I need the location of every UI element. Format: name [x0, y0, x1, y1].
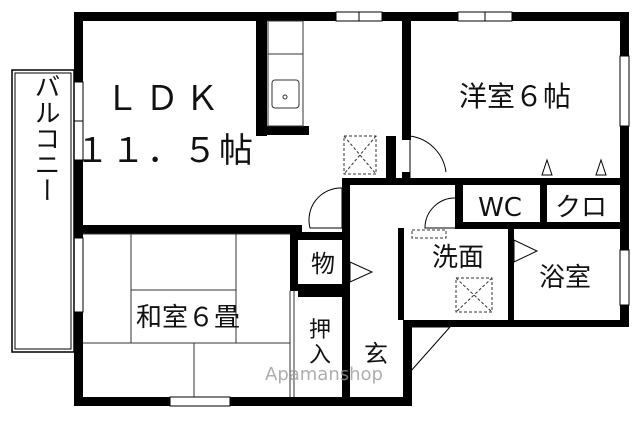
outer-wall-left: [74, 12, 83, 403]
wc-wall-bottom: [455, 222, 620, 229]
storage-wall-left: [290, 232, 298, 289]
label-oshiire-1: 押: [309, 318, 331, 343]
washroom-counter: [411, 229, 447, 239]
label-japanese-room: 和室６畳: [136, 303, 240, 333]
door-entrance: [409, 326, 452, 374]
partition-stub: [402, 172, 410, 182]
walls: [74, 12, 629, 406]
label-closet: クロ: [555, 193, 607, 223]
storage-wall-bottom: [290, 284, 350, 291]
tatami-lines: [83, 233, 295, 397]
wc-wall-left: [455, 178, 463, 228]
partition-post: [386, 136, 396, 178]
washroom-wall-left: [398, 228, 404, 320]
washroom-bath-wall: [508, 228, 514, 322]
door-western: [409, 135, 447, 178]
label-bathroom: 浴室: [539, 263, 591, 293]
kitchen-wall-bottom: [256, 126, 309, 135]
window-washitsu-bottom: [169, 396, 231, 407]
oshiire-wall-top: [298, 290, 348, 297]
closet-door-left: [541, 158, 553, 176]
vent-ldk: [343, 135, 377, 175]
label-storage: 物: [311, 250, 335, 278]
kitchen-wall: [256, 12, 267, 136]
label-washroom: 洗面: [432, 243, 484, 273]
door-bath-slide: [513, 239, 539, 263]
outer-wall-bottom-left: [74, 397, 410, 406]
doors: [308, 135, 607, 374]
door-wc: [424, 197, 457, 229]
western-room-wall: [402, 12, 411, 140]
outer-wall-bottom-right: [403, 320, 625, 327]
outer-wall-entry-east: [403, 322, 412, 406]
watermark-logo: Apamanshop: [265, 364, 383, 385]
window-bath-right: [619, 249, 630, 306]
vent-boxes: [343, 135, 493, 313]
closet-door-right: [595, 158, 607, 176]
corridor-wall-left-lower: [342, 218, 350, 288]
wc-closet-divider: [540, 178, 547, 228]
label-balcony: バルコニー: [30, 73, 60, 203]
label-oshiire-2: 入: [309, 343, 331, 368]
outer-wall-right: [620, 12, 629, 327]
window-washitsu-left: [73, 237, 84, 313]
sink-icon: [271, 79, 300, 109]
kitchen: [267, 20, 304, 127]
label-wc: WC: [478, 193, 522, 223]
vent-washroom: [455, 277, 493, 313]
label-ldk-size: １１．５帖: [75, 131, 255, 171]
balcony: [11, 69, 75, 353]
window-western-right: [619, 55, 630, 127]
corridor-wall-top: [342, 178, 620, 185]
storage-wall-top: [290, 232, 350, 240]
genkan-wall-left: [342, 290, 350, 406]
ldk-washitsu-wall: [74, 225, 302, 234]
label-entrance: 玄: [364, 340, 388, 368]
door-storage-slide: [349, 261, 374, 283]
door-ldk: [308, 187, 343, 229]
corridor-wall-left: [342, 178, 350, 228]
label-western-room: 洋室６帖: [459, 80, 571, 113]
label-ldk: ＬＤＫ: [105, 79, 225, 119]
